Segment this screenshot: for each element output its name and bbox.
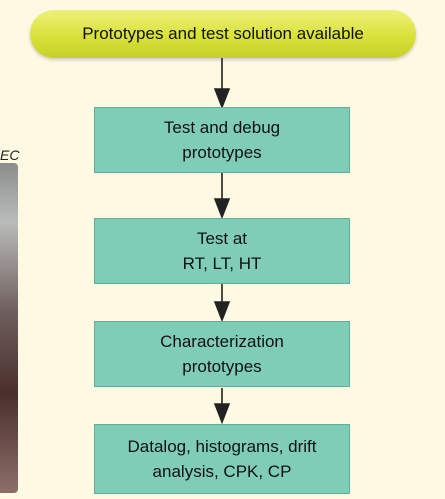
arrow-1-head	[213, 88, 231, 110]
cropped-photo	[0, 163, 18, 493]
step-3-line-2: prototypes	[182, 357, 262, 376]
step-test-debug: Test and debug prototypes	[94, 107, 350, 173]
step-4-line-2: analysis, CPK, CP	[152, 462, 292, 481]
step-2-line-2: RT, LT, HT	[182, 254, 262, 273]
step-3-line-1: Characterization	[160, 332, 284, 351]
arrow-2-head	[213, 198, 231, 220]
step-1-line-1: Test and debug	[163, 118, 281, 137]
arrow-4-head	[213, 403, 231, 425]
step-1-line-2: prototypes	[182, 143, 262, 162]
flow-start-terminal: Prototypes and test solution available	[30, 10, 416, 58]
flow-start-label: Prototypes and test solution available	[82, 24, 364, 43]
step-4-line-1: Datalog, histograms, drift	[127, 437, 317, 456]
photo-caption-fragment: EC	[0, 147, 20, 163]
step-datalog-analysis: Datalog, histograms, drift analysis, CPK…	[94, 424, 350, 494]
step-2-line-1: Test at	[196, 229, 248, 248]
arrow-3-head	[213, 301, 231, 323]
step-test-temperatures: Test at RT, LT, HT	[94, 218, 350, 284]
step-characterization: Characterization prototypes	[94, 321, 350, 387]
